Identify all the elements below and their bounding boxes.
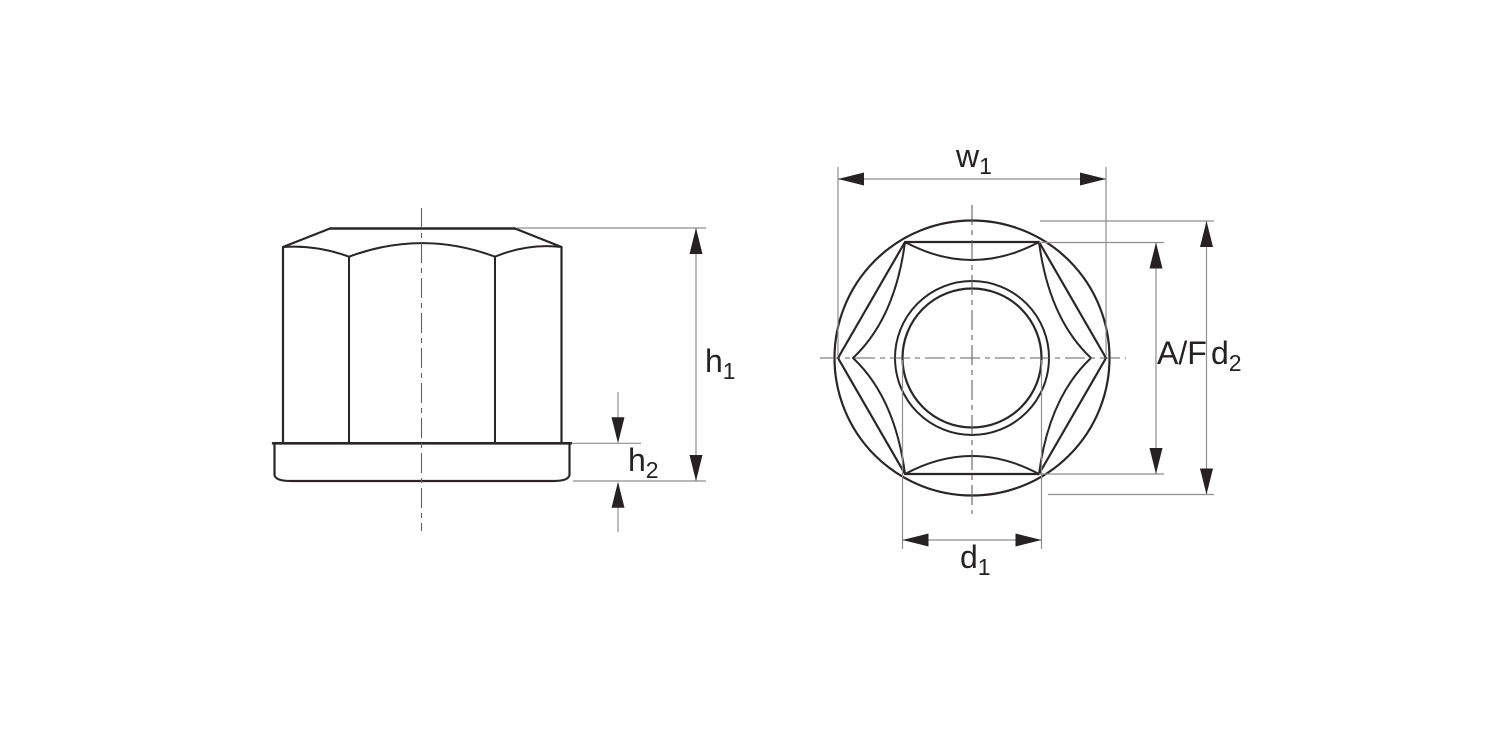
nut-body-right — [513, 227, 563, 445]
af-arrow-down — [1149, 448, 1163, 474]
top-view — [820, 205, 1126, 514]
d1-arrow-left — [902, 533, 929, 547]
w1-arrow-left — [838, 172, 864, 186]
dimension-h1: h1 — [517, 227, 736, 482]
af-arrow-up — [1149, 242, 1163, 269]
h1-arrow-down — [689, 455, 703, 481]
nut-body-left — [281, 227, 332, 445]
dimension-label-h2: h2 — [628, 442, 659, 483]
dimension-label-af: A/F — [1157, 335, 1207, 371]
chamfer-arc-right — [494, 245, 563, 258]
h1-arrow-up — [689, 228, 703, 254]
dimension-label-d2: d2 — [1211, 335, 1242, 376]
dimension-label-w1: w1 — [955, 138, 992, 179]
h2-arrow-down — [611, 417, 625, 444]
h2-arrow-up — [611, 481, 625, 508]
dimension-d2: d2 — [1040, 220, 1242, 496]
w1-arrow-right — [1080, 172, 1106, 186]
dimension-af: A/F — [1039, 241, 1207, 475]
dimension-h2: h2 — [572, 392, 659, 532]
d1-arrow-right — [1015, 533, 1042, 547]
dimension-w1: w1 — [837, 138, 1107, 356]
d2-arrow-down — [1200, 468, 1213, 495]
dimension-label-h1: h1 — [705, 343, 736, 384]
d2-arrow-up — [1200, 221, 1213, 247]
side-view — [271, 208, 573, 531]
chamfer-arc-left — [282, 245, 350, 258]
dimension-d1: d1 — [901, 360, 1043, 580]
dimension-label-d1: d1 — [960, 539, 991, 580]
